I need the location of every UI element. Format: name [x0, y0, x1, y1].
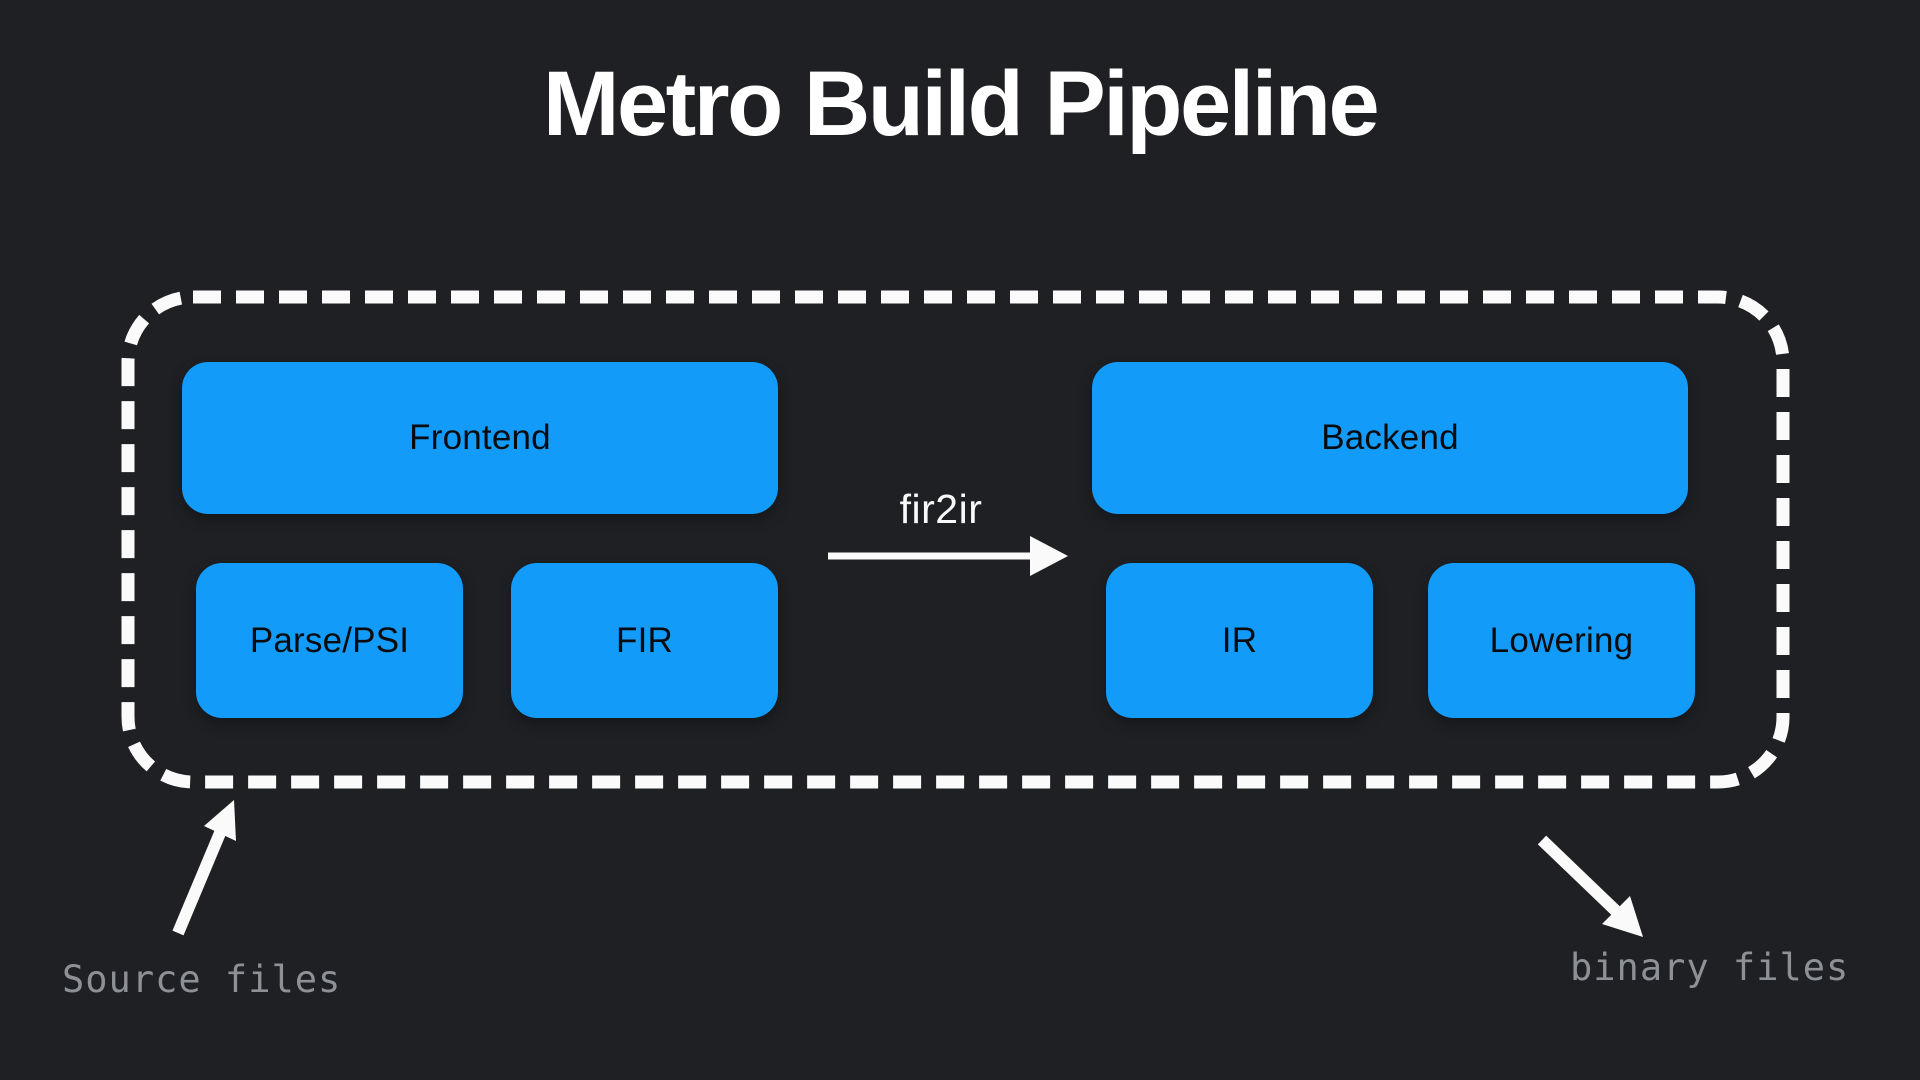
pipeline-boundary-dashed-border [121, 290, 1790, 789]
binary-files-arrow [1537, 835, 1643, 937]
node-parse-psi: Parse/PSI [196, 563, 463, 718]
node-lowering: Lowering [1428, 563, 1695, 718]
node-fir-label: FIR [616, 620, 673, 660]
source-files-annotation: Source files [62, 958, 342, 1001]
node-parse-psi-label: Parse/PSI [249, 620, 410, 660]
binary-files-annotation: binary files [1570, 946, 1850, 989]
node-lowering-label: Lowering [1489, 620, 1634, 660]
source-files-arrow [172, 800, 236, 936]
node-ir: IR [1106, 563, 1373, 718]
fir2ir-edge-label: fir2ir [899, 486, 983, 532]
node-fir: FIR [511, 563, 778, 718]
fir2ir-arrow [828, 536, 1068, 576]
node-frontend-label: Frontend [409, 418, 551, 457]
node-frontend: Frontend [182, 362, 778, 514]
node-ir-label: IR [1221, 620, 1258, 660]
node-backend: Backend [1092, 362, 1688, 514]
node-backend-label: Backend [1321, 418, 1459, 457]
page-title: Metro Build Pipeline [542, 53, 1380, 155]
